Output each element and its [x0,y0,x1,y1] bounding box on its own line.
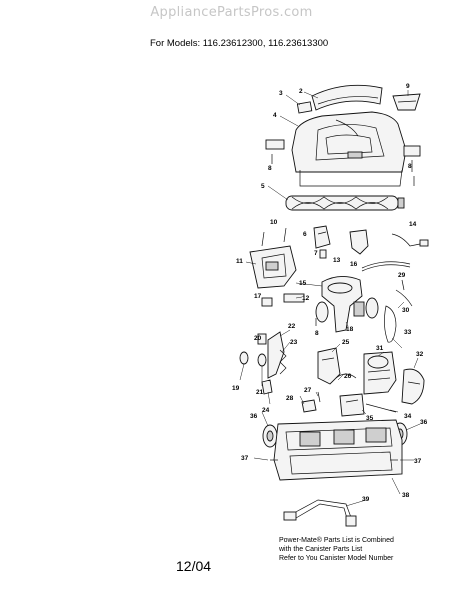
callout-14: 14 [409,221,417,228]
part-35-bracket[interactable] [339,393,365,417]
callout-4: 4 [273,112,277,119]
note-line-1: Power-Mate® Parts List is Combined [279,537,394,544]
part-16-cord[interactable] [361,261,411,272]
callout-9: 9 [406,83,410,90]
leader-lines [239,90,421,507]
callout-15: 15 [299,280,307,287]
callout-37-left: 37 [241,455,249,462]
part-7-clip[interactable] [319,249,327,259]
callout-16: 16 [350,261,358,268]
note-line-2: with the Canister Parts List [279,546,363,553]
watermark: AppliancePartsPros.com [150,5,313,20]
part-29-screw[interactable] [401,279,405,291]
callout-24: 24 [262,407,270,414]
part-14-wire[interactable] [391,233,429,247]
callout-29: 29 [398,272,406,279]
callout-8-right: 8 [408,163,412,170]
part-2-top-cover[interactable] [311,84,383,111]
part-9-headlight[interactable] [392,93,421,111]
part-20-bushing[interactable] [257,333,267,345]
callout-10: 10 [270,219,278,226]
part-26-hose[interactable] [335,373,357,379]
callout-28: 28 [286,395,294,402]
part-27-pin[interactable] [317,391,321,403]
callout-7: 7 [314,250,318,257]
part-19-washer[interactable] [239,351,249,365]
part-4-hood[interactable] [291,111,407,187]
callout-3: 3 [279,90,283,97]
note-line-3: Refer to You Canister Model Number [279,555,394,562]
callout-20: 20 [254,335,262,342]
part-5-brush-roll[interactable] [285,195,405,211]
part-21-washer[interactable] [257,353,267,367]
part-28-clip[interactable] [301,399,317,413]
callout-35: 35 [366,415,374,422]
callout-19: 19 [232,385,240,392]
part-12-pedal[interactable] [283,293,305,303]
part-33-belt[interactable] [384,305,397,343]
part-31-motor[interactable] [363,351,397,395]
callout-38: 38 [402,492,410,499]
callout-21: 21 [256,389,264,396]
part-32-motor-cover[interactable] [401,368,425,405]
callout-32: 32 [416,351,424,358]
callout-13: 13 [333,257,341,264]
models-label: For Models: 116.23612300, 116.23613300 [150,38,329,49]
part-39-wand[interactable] [283,499,357,527]
part-6-switch[interactable] [313,225,331,249]
callout-22: 22 [288,323,296,330]
part-8-left-plug[interactable] [265,139,285,164]
callout-27: 27 [304,387,312,394]
part-22-lever[interactable] [267,331,285,379]
callout-31: 31 [376,345,384,352]
part-15-neck[interactable] [321,276,365,333]
callout-30: 30 [402,307,410,314]
revision-date: 12/04 [176,558,212,574]
callout-39: 39 [362,496,370,503]
part-3-lens[interactable] [296,101,313,114]
callout-25: 25 [342,339,350,346]
callout-23: 23 [290,339,298,346]
callout-37-right: 37 [414,458,422,465]
callout-12: 12 [302,295,310,302]
part-38-base[interactable] [273,419,403,481]
part-23-spring[interactable] [279,349,287,375]
callout-11: 11 [236,258,243,265]
callout-8-left: 8 [268,165,272,172]
part-30-spring[interactable] [395,289,413,307]
callout-6: 6 [303,231,307,238]
part-13-actuator[interactable] [349,229,369,255]
part-18-pivot[interactable] [315,297,379,323]
parts-list-note: Power-Mate® Parts List is Combined with … [279,536,459,563]
callout-36-right: 36 [420,419,428,426]
part-34-rod[interactable] [365,403,397,413]
part-36-left-wheel[interactable] [262,424,278,448]
callout-26: 26 [344,373,352,380]
callout-5: 5 [261,183,265,190]
callout-33: 33 [404,329,412,336]
part-11-bracket[interactable] [249,245,297,289]
part-8-right-plug[interactable] [403,145,421,172]
part-17-button[interactable] [261,297,273,307]
callout-17: 17 [254,293,262,300]
callout-18: 18 [346,326,354,333]
callout-34: 34 [404,413,412,420]
callout-8-center: 8 [315,330,319,337]
part-10-screws[interactable] [261,227,287,247]
callout-2: 2 [299,88,303,95]
callout-36-left: 36 [250,413,258,420]
part-25-motor-mount[interactable] [317,347,341,385]
part-24-clip[interactable] [261,379,273,395]
